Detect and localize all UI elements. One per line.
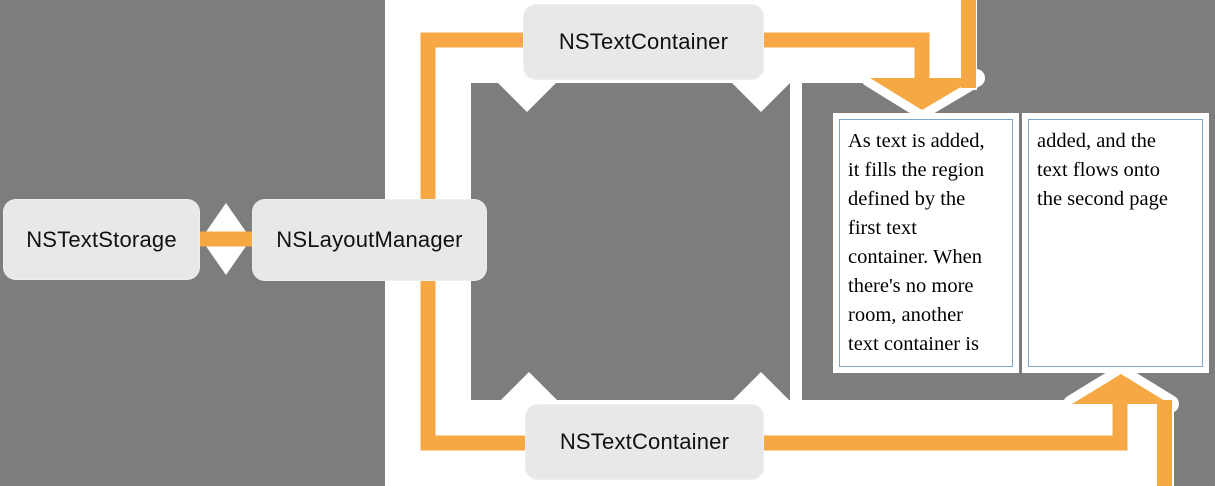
page-1-text: As text is added, it fills the region de…	[848, 130, 985, 355]
down-arrow-icon	[870, 78, 976, 110]
page-2-text: added, and the text flows onto the secon…	[1037, 130, 1168, 210]
box-nstextcontainer-bottom: NSTextContainer	[525, 404, 764, 480]
box-nstextstorage-label: NSTextStorage	[26, 226, 177, 252]
page-1: As text is added, it fills the region de…	[833, 113, 1019, 373]
box-nstextstorage: NSTextStorage	[3, 199, 200, 280]
white-divider-strip	[790, 80, 802, 402]
page-2: added, and the text flows onto the secon…	[1022, 113, 1209, 373]
box-nstextcontainer-top: NSTextContainer	[523, 4, 764, 80]
box-nslayoutmanager: NSLayoutManager	[252, 199, 487, 281]
page-2-border: added, and the text flows onto the secon…	[1028, 119, 1203, 367]
storage-layout-link	[200, 231, 252, 247]
top-offpage-tail	[961, 0, 976, 88]
up-arrow-icon	[1072, 374, 1170, 404]
box-nstextcontainer-top-label: NSTextContainer	[558, 29, 729, 54]
page-1-border: As text is added, it fills the region de…	[839, 119, 1013, 367]
box-nstextcontainer-bottom-label: NSTextContainer	[559, 429, 730, 454]
box-nslayoutmanager-label: NSLayoutManager	[276, 227, 463, 252]
bottom-offpage-tail	[1157, 400, 1172, 486]
